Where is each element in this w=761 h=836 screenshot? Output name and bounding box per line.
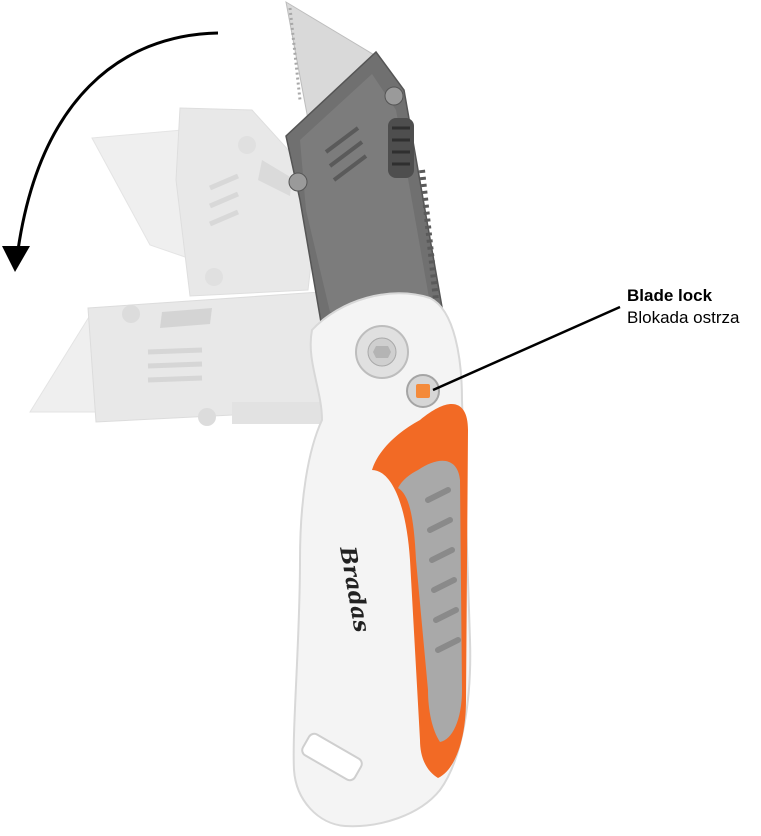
blade-lock-button bbox=[406, 374, 440, 408]
callout-subtitle: Blokada ostrza bbox=[627, 308, 740, 327]
callout-title: Blade lock bbox=[627, 286, 713, 305]
ghost-blade-lower bbox=[29, 291, 331, 426]
callout-leader-line bbox=[432, 305, 621, 392]
knife-handle bbox=[292, 292, 472, 828]
counterclockwise-arrow-icon bbox=[2, 31, 219, 272]
blade-lock-callout: Blade lock Blokada ostrza bbox=[627, 285, 759, 329]
ghost-blade-upper bbox=[91, 107, 321, 297]
blade-holder bbox=[285, 50, 447, 331]
